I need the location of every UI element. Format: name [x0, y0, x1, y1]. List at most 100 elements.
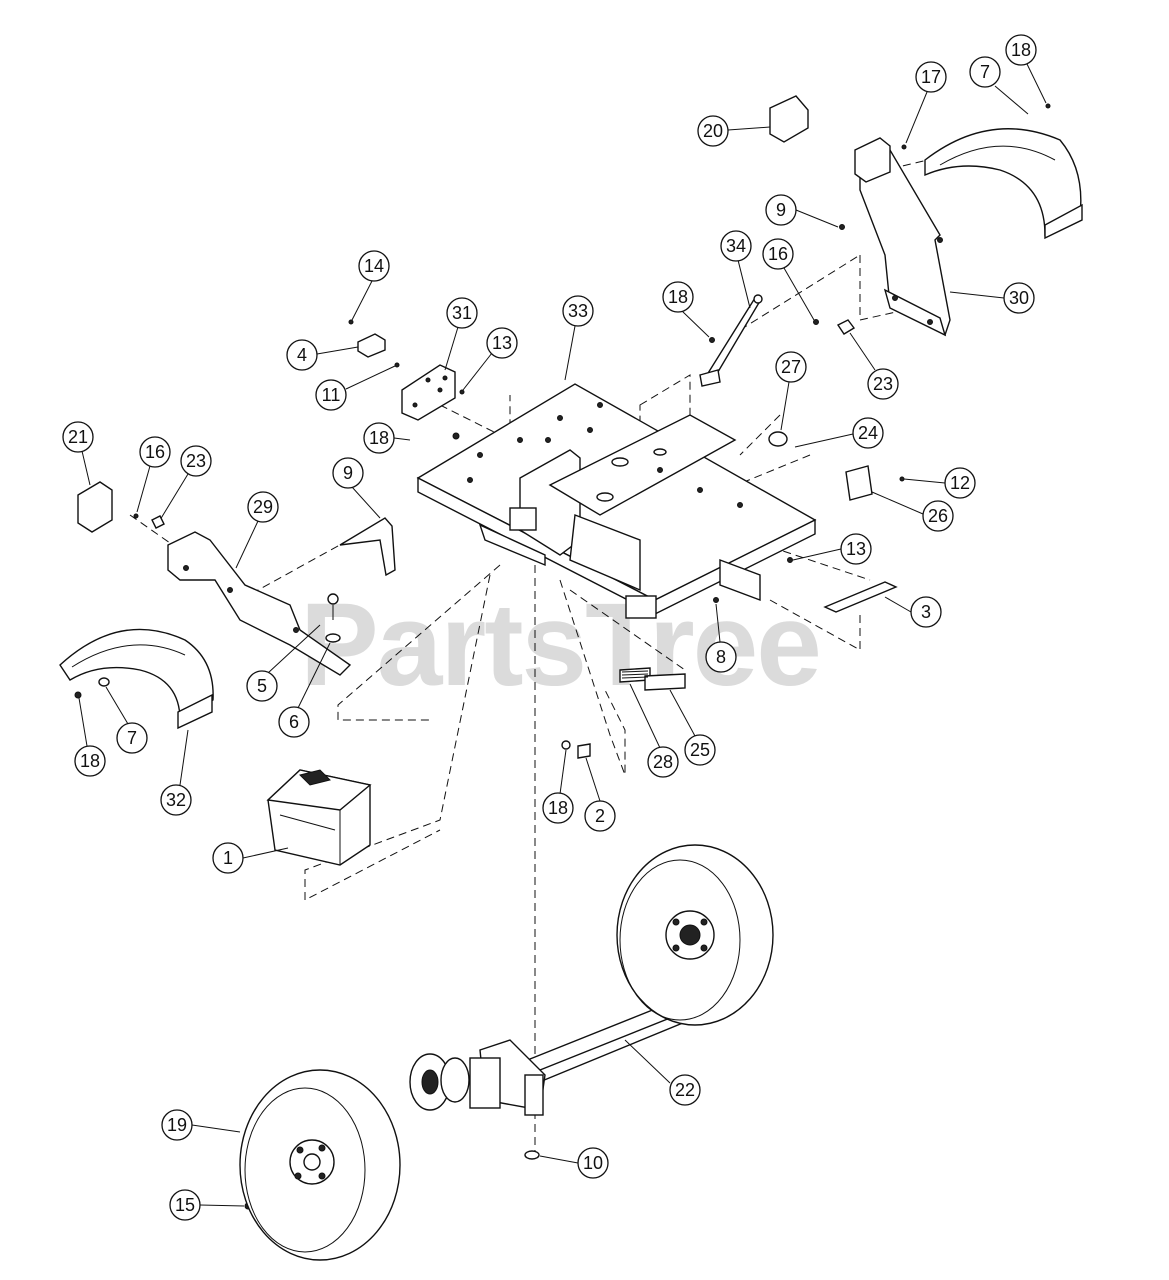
svg-text:18: 18: [1011, 40, 1031, 60]
strip-3: [823, 581, 898, 613]
svg-text:11: 11: [322, 385, 341, 405]
callout-4[interactable]: 4: [286, 339, 318, 371]
callout-25[interactable]: 25: [684, 734, 716, 766]
callout-33[interactable]: 33: [562, 295, 594, 327]
callout-15[interactable]: 15: [169, 1189, 201, 1221]
callout-12[interactable]: 12: [944, 467, 976, 499]
battery-box-1: [266, 769, 372, 866]
svg-text:13: 13: [846, 539, 866, 559]
svg-text:34: 34: [726, 236, 746, 256]
svg-text:9: 9: [776, 200, 786, 220]
left-fender: [59, 628, 214, 730]
callout-31[interactable]: 31: [446, 297, 478, 329]
callout-3[interactable]: 3: [910, 596, 942, 628]
callout-23-left[interactable]: 23: [180, 445, 212, 477]
callout-16-right[interactable]: 16: [762, 238, 794, 270]
small-fasteners: [74, 103, 1051, 1210]
svg-text:25: 25: [690, 740, 710, 760]
svg-text:9: 9: [343, 463, 353, 483]
link-rod-34: [699, 294, 763, 387]
callout-6[interactable]: 6: [278, 706, 310, 738]
svg-text:21: 21: [68, 427, 88, 447]
callout-21[interactable]: 21: [62, 421, 94, 453]
callout-32[interactable]: 32: [160, 784, 192, 816]
callout-13-right[interactable]: 13: [840, 533, 872, 565]
bracket-20: [769, 95, 891, 183]
callout-18-left[interactable]: 18: [74, 745, 106, 777]
callout-30[interactable]: 30: [1003, 282, 1035, 314]
callout-18-top-right[interactable]: 18: [1005, 34, 1037, 66]
reflector-27: [768, 431, 788, 447]
callout-20[interactable]: 20: [697, 115, 729, 147]
svg-text:23: 23: [873, 374, 893, 394]
callout-5[interactable]: 5: [246, 670, 278, 702]
svg-text:33: 33: [568, 301, 588, 321]
left-wheel-19: [239, 1069, 401, 1261]
fender-bracket-30: [859, 149, 951, 337]
svg-text:31: 31: [452, 303, 472, 323]
svg-text:7: 7: [127, 728, 137, 748]
svg-text:16: 16: [145, 442, 165, 462]
svg-text:4: 4: [297, 345, 307, 365]
svg-text:6: 6: [289, 712, 299, 732]
svg-text:8: 8: [716, 647, 726, 667]
callout-1[interactable]: 1: [212, 842, 244, 874]
callout-24[interactable]: 24: [852, 417, 884, 449]
callout-19[interactable]: 19: [161, 1109, 193, 1141]
callout-23-right[interactable]: 23: [867, 368, 899, 400]
svg-text:15: 15: [175, 1195, 195, 1215]
svg-text:18: 18: [80, 751, 100, 771]
callout-27[interactable]: 27: [775, 351, 807, 383]
svg-text:22: 22: [675, 1080, 695, 1100]
svg-text:7: 7: [980, 62, 990, 82]
svg-text:26: 26: [928, 506, 948, 526]
clip-4: [357, 333, 386, 358]
svg-text:14: 14: [364, 256, 384, 276]
bolt-5-washer-6: [325, 593, 341, 643]
svg-text:12: 12: [950, 473, 970, 493]
callout-14[interactable]: 14: [358, 250, 390, 282]
callout-18-lower[interactable]: 18: [542, 792, 574, 824]
callout-26[interactable]: 26: [922, 500, 954, 532]
left-hub: [409, 1053, 501, 1111]
callout-10[interactable]: 10: [577, 1147, 609, 1179]
callout-18-middle[interactable]: 18: [363, 422, 395, 454]
callout-29[interactable]: 29: [247, 491, 279, 523]
svg-text:18: 18: [369, 428, 389, 448]
svg-text:29: 29: [253, 497, 273, 517]
svg-text:18: 18: [548, 798, 568, 818]
callout-16-left[interactable]: 16: [139, 436, 171, 468]
svg-text:19: 19: [167, 1115, 187, 1135]
svg-text:2: 2: [595, 806, 605, 826]
callout-18-link[interactable]: 18: [662, 281, 694, 313]
watermark: PartsTree: [300, 579, 820, 711]
callout-8[interactable]: 8: [705, 641, 737, 673]
bracket-26: [845, 465, 873, 501]
svg-text:3: 3: [921, 602, 931, 622]
washer-23-right: [836, 319, 856, 335]
svg-text:20: 20: [703, 121, 723, 141]
callout-7-left[interactable]: 7: [116, 722, 148, 754]
svg-text:16: 16: [768, 244, 788, 264]
callout-22[interactable]: 22: [669, 1074, 701, 1106]
callout-9-left[interactable]: 9: [332, 457, 364, 489]
callout-13-top[interactable]: 13: [486, 327, 518, 359]
callout-9-right[interactable]: 9: [765, 194, 797, 226]
right-wheel: [616, 844, 774, 1026]
callout-2[interactable]: 2: [584, 800, 616, 832]
svg-text:17: 17: [921, 67, 941, 87]
svg-text:5: 5: [257, 676, 267, 696]
main-frame-plate: [416, 383, 817, 619]
callout-34[interactable]: 34: [720, 230, 752, 262]
callouts: 1 2 3 4 5 6 7 7 8 9 9 10 11: [62, 34, 1047, 1221]
svg-text:1: 1: [223, 848, 233, 868]
clip-2: [561, 740, 591, 759]
bracket-31: [401, 364, 456, 421]
callout-7-right[interactable]: 7: [969, 56, 1001, 88]
callout-28[interactable]: 28: [647, 746, 679, 778]
callout-17[interactable]: 17: [915, 61, 947, 93]
svg-text:32: 32: [166, 790, 186, 810]
nut-10: [524, 1150, 540, 1160]
callout-11[interactable]: 11: [315, 379, 347, 411]
